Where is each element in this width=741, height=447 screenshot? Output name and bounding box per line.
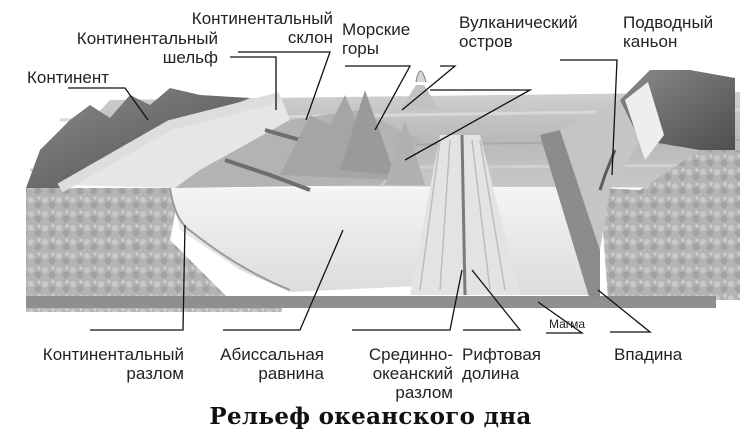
label-trench: Впадина (614, 345, 683, 364)
label-abyssal-plain: Абиссальная равнина (220, 345, 324, 383)
label-volcanic-island: Вулканический остров (459, 13, 578, 51)
earth-crust (26, 150, 740, 312)
leader-lines (68, 51, 652, 334)
label-continental-slope: Континентальный склон (191, 9, 333, 47)
label-magma: Магма (549, 317, 586, 331)
label-submarine-canyon: Подводный каньон (623, 13, 714, 51)
label-continental-shelf: Континентальный шельф (76, 29, 218, 67)
mid-ocean-ridge (410, 134, 520, 296)
label-continent: Континент (27, 68, 110, 87)
trench (540, 70, 735, 300)
sea-floor (169, 187, 600, 295)
diagram-title: Рельеф океанского дна (209, 403, 532, 430)
label-continental-fault: Континентальный разлом (42, 345, 184, 383)
label-mid-ocean-ridge: Срединно- океанский разлом (368, 345, 453, 402)
label-rift-valley: Рифтовая долина (462, 345, 541, 383)
continent-mountains (26, 88, 282, 193)
label-seamounts: Морские горы (342, 20, 411, 58)
